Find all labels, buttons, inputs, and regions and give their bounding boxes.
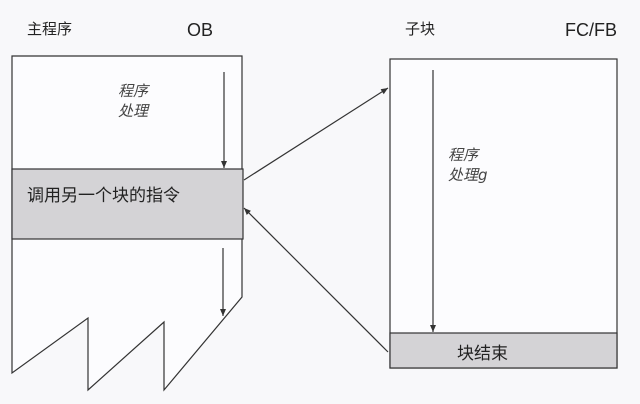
call-instruction-text: 调用另一个块的指令 <box>27 186 180 206</box>
call-instruction-band <box>11 168 244 240</box>
fc-fb-label: FC/FB <box>565 20 617 40</box>
return-arrow <box>243 207 389 353</box>
main-program-label: 主程序 <box>27 20 73 38</box>
main-process-text-1: 程序 <box>118 82 149 100</box>
ob-label: OB <box>187 20 214 40</box>
block-end-band <box>389 332 618 369</box>
sub-block-label: 子块 <box>405 20 436 38</box>
main-process-text-2: 处理 <box>118 102 149 120</box>
block-end-text: 块结束 <box>457 344 508 364</box>
sub-block-outline <box>389 58 618 369</box>
call-arrow <box>243 87 389 181</box>
sub-process-text-2: 处理g <box>448 166 488 184</box>
sub-process-text-1: 程序 <box>448 146 479 164</box>
